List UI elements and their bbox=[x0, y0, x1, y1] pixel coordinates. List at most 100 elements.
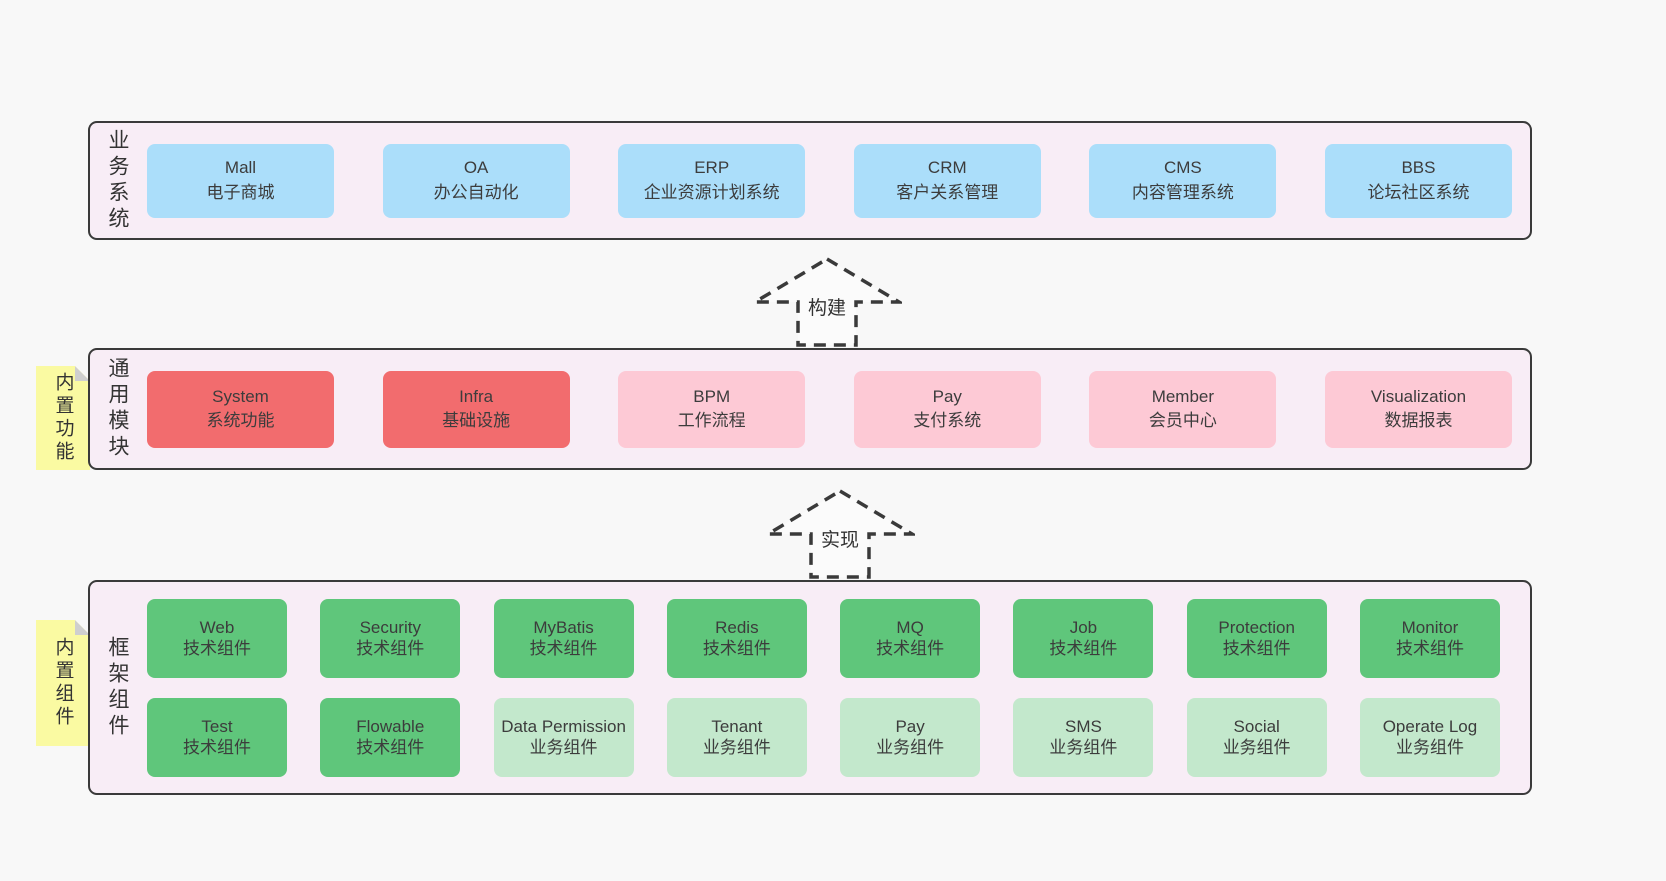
component-box-mybatis: MyBatis 技术组件 bbox=[493, 598, 634, 678]
implement-arrow-label: 实现 bbox=[817, 525, 863, 552]
box-title: Flowable bbox=[356, 716, 425, 736]
module-box-bpm: BPM 工作流程 bbox=[618, 370, 806, 448]
box-title: Member bbox=[1151, 386, 1215, 406]
component-box-redis: Redis 技术组件 bbox=[666, 598, 807, 678]
box-title: Operate Log bbox=[1382, 716, 1478, 736]
component-box-flowable: Flowable 技术组件 bbox=[320, 697, 461, 777]
box-title: Pay bbox=[895, 716, 925, 736]
box-subtitle: 内容管理系统 bbox=[1131, 182, 1234, 202]
module-box-member: Member 会员中心 bbox=[1089, 370, 1277, 448]
build-arrow-label: 构建 bbox=[804, 293, 850, 320]
component-box-security: Security 技术组件 bbox=[320, 598, 461, 678]
box-title: ERP bbox=[694, 158, 730, 178]
component-box-pay: Pay 业务组件 bbox=[840, 697, 981, 777]
component-box-mq: MQ 技术组件 bbox=[840, 598, 981, 678]
box-title: BBS bbox=[1401, 158, 1436, 178]
box-title: OA bbox=[463, 158, 489, 178]
box-title: Mall bbox=[224, 158, 257, 178]
module-box-visualization: Visualization 数据报表 bbox=[1324, 370, 1512, 448]
box-subtitle: 工作流程 bbox=[677, 411, 746, 430]
box-subtitle: 技术组件 bbox=[183, 738, 251, 757]
component-box-social: Social 业务组件 bbox=[1186, 697, 1327, 777]
box-subtitle: 业务组件 bbox=[876, 738, 945, 757]
box-title: Pay bbox=[932, 386, 962, 406]
box-subtitle: 技术组件 bbox=[702, 639, 771, 658]
box-subtitle: 会员中心 bbox=[1148, 411, 1217, 430]
framework-components-grid: Web 技术组件 Security 技术组件 MyBatis 技术组件 Redi… bbox=[147, 582, 1500, 793]
box-title: Tenant bbox=[711, 716, 763, 736]
sticky-note-built-in-components: 内置组件 bbox=[36, 620, 90, 746]
component-box-test: Test 技术组件 bbox=[147, 697, 287, 777]
business-systems-panel: 业务系统 Mall 电子商城 OA 办公自动化 ERP 企业资源计划系统 CRM… bbox=[88, 121, 1532, 240]
box-subtitle: 论坛社区系统 bbox=[1367, 182, 1470, 202]
framework-components-panel: 框架组件 Web 技术组件 Security 技术组件 MyBatis 技术组件… bbox=[88, 580, 1532, 795]
box-title: Test bbox=[201, 716, 233, 736]
box-title: SMS bbox=[1064, 716, 1102, 736]
box-subtitle: 技术组件 bbox=[356, 738, 425, 757]
box-title: Monitor bbox=[1401, 617, 1459, 637]
box-subtitle: 办公自动化 bbox=[433, 182, 519, 202]
box-subtitle: 技术组件 bbox=[529, 639, 598, 658]
box-title: BPM bbox=[693, 386, 731, 406]
sticky-note-text: 内置组件 bbox=[52, 637, 74, 729]
box-subtitle: 技术组件 bbox=[356, 639, 425, 658]
system-box-cms: CMS 内容管理系统 bbox=[1089, 143, 1277, 218]
component-box-monitor: Monitor 技术组件 bbox=[1359, 598, 1500, 678]
box-title: Security bbox=[359, 617, 421, 637]
box-title: Infra bbox=[459, 386, 494, 406]
box-subtitle: 支付系统 bbox=[913, 411, 982, 430]
build-arrow: 构建 bbox=[752, 256, 902, 348]
box-title: Web bbox=[199, 617, 235, 637]
component-box-operate-log: Operate Log 业务组件 bbox=[1359, 697, 1500, 777]
component-box-tenant: Tenant 业务组件 bbox=[666, 697, 807, 777]
box-subtitle: 业务组件 bbox=[1222, 738, 1291, 757]
box-title: System bbox=[212, 386, 269, 406]
system-box-bbs: BBS 论坛社区系统 bbox=[1324, 143, 1512, 218]
system-box-oa: OA 办公自动化 bbox=[382, 143, 570, 218]
implement-arrow: 实现 bbox=[765, 488, 915, 580]
component-box-job: Job 技术组件 bbox=[1013, 598, 1154, 678]
components-row-1: Web 技术组件 Security 技术组件 MyBatis 技术组件 Redi… bbox=[147, 598, 1500, 678]
box-subtitle: 业务组件 bbox=[702, 738, 771, 757]
box-subtitle: 电子商城 bbox=[206, 182, 275, 202]
box-subtitle: 技术组件 bbox=[876, 639, 945, 658]
common-modules-row: System 系统功能 Infra 基础设施 BPM 工作流程 Pay 支付系统… bbox=[147, 350, 1512, 468]
box-subtitle: 业务组件 bbox=[529, 738, 598, 757]
box-title: MQ bbox=[896, 617, 924, 637]
box-subtitle: 系统功能 bbox=[206, 411, 275, 430]
box-subtitle: 技术组件 bbox=[1395, 639, 1464, 658]
panel-label-common-modules: 通用模块 bbox=[106, 357, 129, 461]
box-title: Job bbox=[1069, 617, 1098, 637]
sticky-note-built-in-features: 内置功能 bbox=[36, 366, 90, 470]
module-box-pay: Pay 支付系统 bbox=[853, 370, 1041, 448]
box-title: Redis bbox=[715, 617, 759, 637]
components-row-2: Test 技术组件 Flowable 技术组件 Data Permission … bbox=[147, 697, 1500, 777]
box-subtitle: 业务组件 bbox=[1395, 738, 1464, 757]
box-title: CRM bbox=[927, 158, 967, 178]
box-title: Social bbox=[1233, 716, 1280, 736]
box-subtitle: 客户关系管理 bbox=[896, 182, 999, 202]
box-title: Protection bbox=[1218, 617, 1295, 637]
business-systems-row: Mall 电子商城 OA 办公自动化 ERP 企业资源计划系统 CRM 客户关系… bbox=[147, 123, 1512, 238]
system-box-erp: ERP 企业资源计划系统 bbox=[618, 143, 806, 218]
box-subtitle: 技术组件 bbox=[1222, 639, 1291, 658]
common-modules-panel: 通用模块 System 系统功能 Infra 基础设施 BPM 工作流程 Pay… bbox=[88, 348, 1532, 470]
component-box-web: Web 技术组件 bbox=[147, 598, 287, 678]
sticky-note-text: 内置功能 bbox=[52, 372, 74, 464]
component-box-protection: Protection 技术组件 bbox=[1186, 598, 1327, 678]
box-title: MyBatis bbox=[533, 617, 594, 637]
module-box-infra: Infra 基础设施 bbox=[382, 370, 570, 448]
box-subtitle: 数据报表 bbox=[1384, 411, 1453, 430]
box-subtitle: 技术组件 bbox=[183, 639, 251, 658]
box-title: Data Permission bbox=[501, 716, 626, 736]
panel-label-framework-components: 框架组件 bbox=[106, 635, 129, 740]
system-box-mall: Mall 电子商城 bbox=[147, 143, 334, 218]
box-subtitle: 技术组件 bbox=[1049, 639, 1118, 658]
box-subtitle: 基础设施 bbox=[442, 411, 511, 430]
panel-label-business-systems: 业务系统 bbox=[106, 128, 129, 233]
box-subtitle: 业务组件 bbox=[1049, 738, 1118, 757]
box-title: CMS bbox=[1163, 158, 1202, 178]
box-title: Visualization bbox=[1370, 386, 1467, 406]
system-box-crm: CRM 客户关系管理 bbox=[853, 143, 1041, 218]
